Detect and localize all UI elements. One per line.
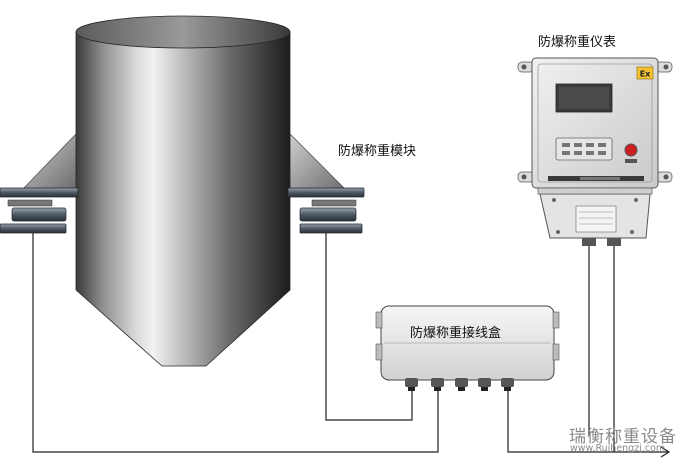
cable-to-instrument — [507, 385, 668, 453]
cable-gland-5 — [501, 378, 514, 391]
cable-gland-4 — [478, 378, 491, 391]
instrument-label: 防爆称重仪表 — [538, 35, 617, 50]
instrument: Ex — [517, 57, 673, 246]
alarm-lamp — [624, 143, 638, 157]
cables — [32, 233, 671, 458]
nameplate — [575, 205, 617, 233]
left-bracket — [21, 133, 77, 191]
cable-left-module — [32, 233, 439, 453]
junction-box-label: 防爆称重接线盒 — [410, 326, 502, 341]
weigh-module-left — [0, 187, 79, 234]
tank-assembly — [0, 15, 365, 367]
arrow-head — [660, 446, 671, 458]
cable-gland-1 — [405, 378, 418, 391]
tank-top — [75, 15, 291, 49]
instrument-keypad — [555, 137, 613, 161]
cable-right-module — [325, 233, 413, 421]
watermark-company: 瑞衡称重设备 — [569, 427, 677, 447]
junction-box — [375, 305, 560, 391]
watermark-url: www.Ruihengzj.com — [570, 443, 666, 454]
cable-gland-2 — [431, 378, 444, 391]
ex-mark: Ex — [640, 70, 651, 79]
ex-badge — [636, 66, 654, 80]
weigh-module-right — [287, 187, 365, 234]
cable-gland-3 — [455, 378, 468, 391]
weigh-module-label: 防爆称重模块 — [338, 144, 417, 159]
tank-body — [75, 31, 291, 367]
